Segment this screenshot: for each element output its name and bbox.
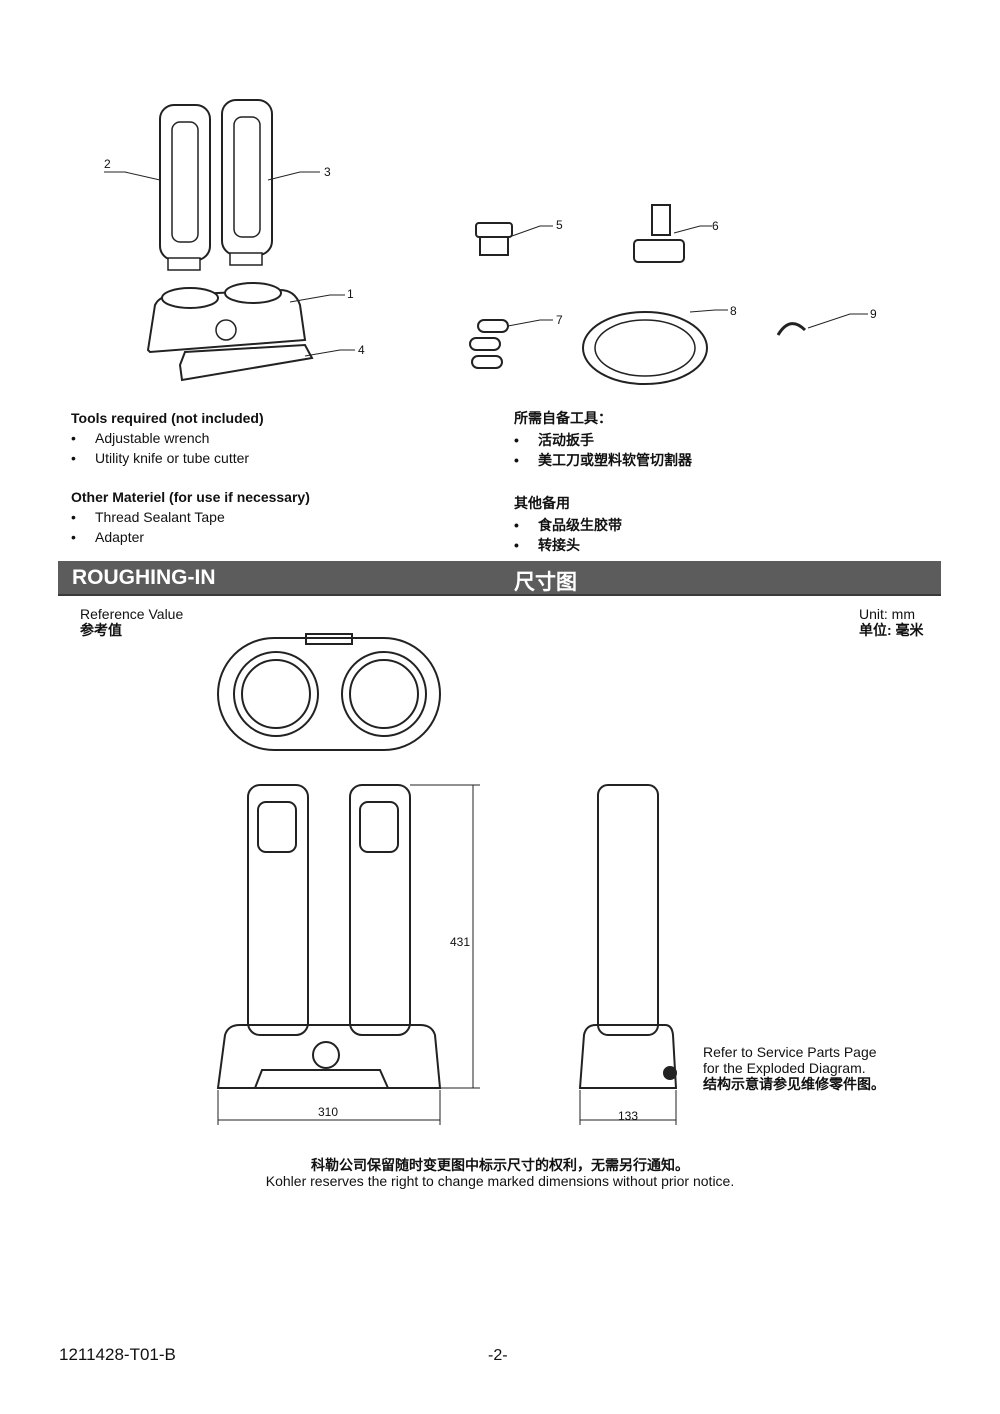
front-view	[247, 784, 309, 1036]
callout-9: 9	[870, 307, 877, 321]
clip-9	[776, 322, 807, 336]
tool-item-zh: 美工刀或塑料软管切割器	[514, 450, 692, 470]
refer-zh: 结构示意请参见维修零件图。	[703, 1076, 885, 1092]
notice: 科勒公司保留随时变更图中标示尺寸的权利，无需另行通知。 Kohler reser…	[0, 1157, 1000, 1189]
width-dimension: 310	[318, 1105, 338, 1119]
refer-line1: Refer to Service Parts Page	[703, 1044, 877, 1060]
section-header: ROUGHING-IN 尺寸图	[58, 561, 941, 596]
unit-zh: 单位: 毫米	[859, 622, 924, 638]
other-item: Adapter	[71, 527, 310, 547]
depth-dimension: 133	[618, 1109, 638, 1123]
callout-8: 8	[730, 304, 737, 318]
callout-3: 3	[324, 165, 331, 179]
reference-zh: 参考值	[80, 622, 122, 638]
other-item-zh: 转接头	[514, 535, 692, 555]
height-dimension: 431	[450, 935, 470, 949]
tee-valve-6	[651, 204, 671, 236]
parts-illustration: 2 3 1 4 5 6 7 8 9	[104, 99, 877, 385]
callout-2: 2	[104, 157, 111, 171]
callout-5: 5	[556, 218, 563, 232]
refer-line2: for the Exploded Diagram.	[703, 1060, 866, 1076]
section-title-zh: 尺寸图	[514, 571, 577, 594]
doc-number: 1211428-T01-B	[59, 1345, 176, 1364]
callout-1: 1	[347, 287, 354, 301]
unit-en: Unit: mm	[859, 606, 915, 622]
tool-item: Adjustable wrench	[71, 428, 310, 448]
callout-6: 6	[712, 219, 719, 233]
top-view	[217, 637, 441, 751]
reference-en: Reference Value	[80, 606, 184, 622]
tools-title-zh: 所需自备工具：	[514, 410, 612, 426]
notice-zh: 科勒公司保留随时变更图中标示尺寸的权利，无需另行通知。	[311, 1157, 689, 1173]
notice-en: Kohler reserves the right to change mark…	[265, 1173, 735, 1189]
tools-title: Tools required (not included)	[71, 410, 264, 426]
other-item: Thread Sealant Tape	[71, 507, 310, 527]
tool-item: Utility knife or tube cutter	[71, 448, 310, 468]
callout-4: 4	[358, 343, 365, 357]
callout-7: 7	[556, 313, 563, 327]
other-title-zh: 其他备用	[514, 495, 570, 511]
tools-en: Tools required (not included) Adjustable…	[71, 410, 310, 547]
refer-note: Refer to Service Parts Page for the Expl…	[703, 1044, 885, 1092]
inserts-7	[477, 319, 509, 333]
dimension-drawing: 431 310 133	[216, 633, 678, 1125]
page-number: -2-	[488, 1347, 508, 1364]
tools-zh: 所需自备工具： 活动扳手 美工刀或塑料软管切割器 其他备用 食品级生胶带 转接头	[514, 408, 692, 555]
tool-item-zh: 活动扳手	[514, 430, 692, 450]
side-view	[597, 784, 659, 1036]
other-item-zh: 食品级生胶带	[514, 515, 692, 535]
section-title-en: ROUGHING-IN	[72, 566, 216, 589]
other-title: Other Materiel (for use if necessary)	[71, 489, 310, 505]
drip-tray	[178, 343, 314, 382]
